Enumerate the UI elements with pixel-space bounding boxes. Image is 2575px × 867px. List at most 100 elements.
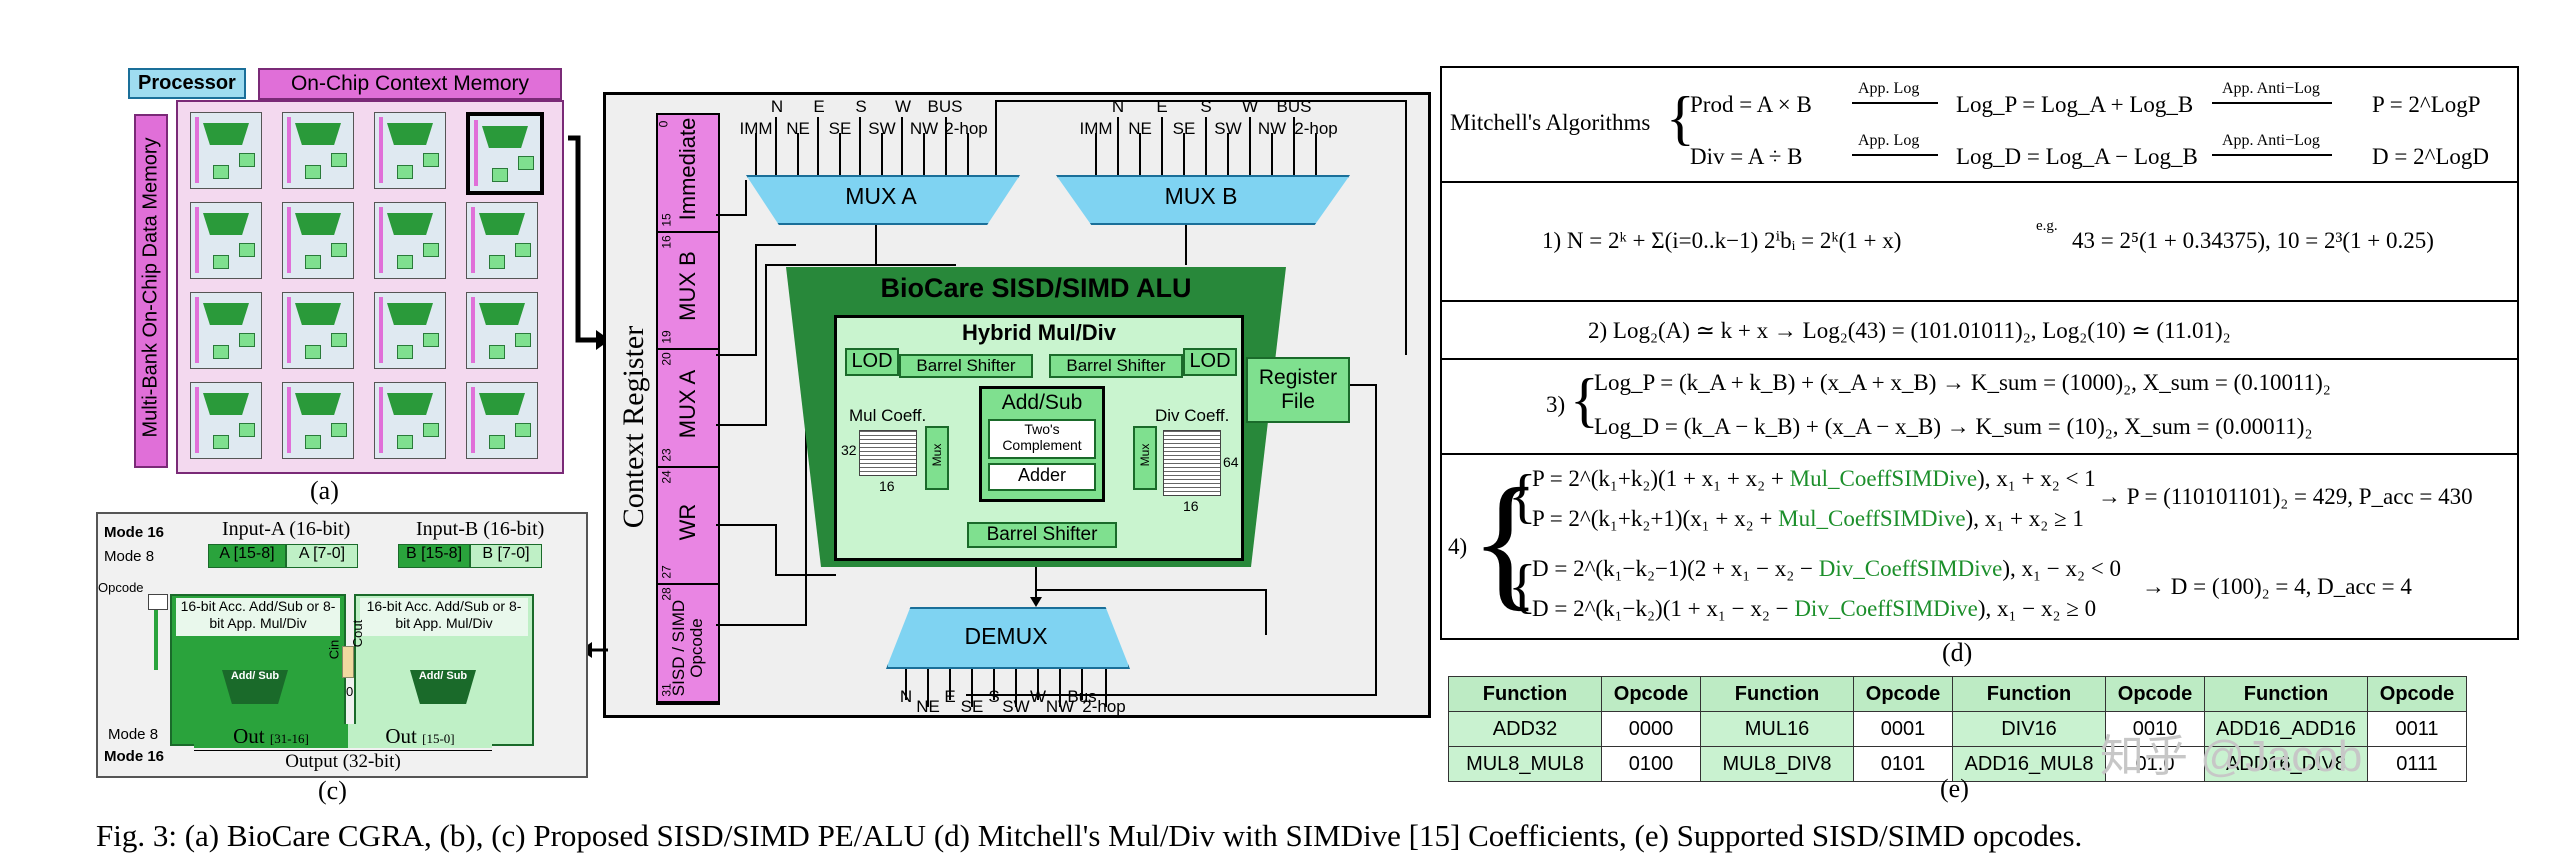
- pe-tile: [466, 292, 538, 369]
- pe-tile: [374, 112, 446, 189]
- data-memory-label: Multi-Bank On-Chip Data Memory: [139, 137, 162, 438]
- mux-small-right-label: Mux: [1138, 443, 1152, 467]
- table-cell: ADD16_ADD16: [2204, 711, 2368, 747]
- a-lo: A [7-0]: [286, 544, 358, 568]
- arrow-log-top: [1852, 102, 1938, 104]
- row4-p2-a: P = 2^(k₁+k₂+1)(x₁ + x₂ +: [1532, 506, 1779, 531]
- demux-output-label: S: [988, 687, 1000, 706]
- row2-formula: 2) Log₂(A) ≃ k + x → Log₂(43) = (101.010…: [1588, 318, 2231, 343]
- mux-input-label: E: [1156, 97, 1168, 116]
- row4-d1-a: D = 2^(k₁−k₂−1)(2 + x₁ − x₂ −: [1532, 556, 1819, 581]
- pe-tile: [466, 202, 538, 279]
- panel-e-label: (e): [1940, 774, 1969, 803]
- table-header-cell: Opcode: [1853, 676, 1953, 712]
- arrow-antilog-bottom: [2212, 154, 2332, 156]
- table-cell: DIV16: [1952, 711, 2106, 747]
- addsub-label: Add/Sub: [1001, 391, 1083, 414]
- pe-tile: [466, 112, 544, 195]
- input-a-label: Input-A (16-bit): [222, 518, 351, 540]
- demux-output-label: NE: [916, 697, 940, 716]
- table-cell: 0011: [2367, 711, 2467, 747]
- panel-d-label: (d): [1942, 638, 1973, 667]
- mux-input-label: W: [894, 97, 912, 116]
- row4-p1: P = 2^(k₁+k₂)(1 + x₁ + x₂ + Mul_CoeffSIM…: [1532, 466, 2096, 492]
- app-antilog-top: App. Anti−Log: [2222, 80, 2320, 97]
- row-divider-3: [1442, 358, 2517, 360]
- row0-div: Div = A ÷ B: [1690, 144, 1803, 169]
- processor-box: Processor: [128, 68, 246, 99]
- mux-input-label: IMM: [739, 119, 773, 138]
- zero-label: 0: [346, 684, 354, 699]
- row-divider-2: [1442, 300, 2517, 302]
- div-depth: 16: [1183, 498, 1199, 514]
- mode16-bottom: Mode 16: [104, 748, 165, 765]
- row-divider-1: [1442, 181, 2517, 183]
- row4-d1: D = 2^(k₁−k₂−1)(2 + x₁ − x₂ − Div_CoeffS…: [1532, 556, 2121, 582]
- mux-input-label: NE: [786, 119, 810, 138]
- table-header-cell: Opcode: [2105, 676, 2205, 712]
- demux: [886, 607, 1130, 669]
- pe-tile: [374, 292, 446, 369]
- brace-4: {: [1470, 458, 1542, 624]
- input-b-label: Input-B (16-bit): [416, 518, 545, 540]
- mux-small-left-label: Mux: [930, 443, 944, 467]
- cout-label: Cout: [350, 619, 366, 648]
- table-header-cell: Function: [1448, 676, 1602, 712]
- addsub-left-shape: [222, 670, 288, 704]
- mux-input-label: 2-hop: [1294, 119, 1338, 138]
- figure-caption: Fig. 3: (a) BioCare CGRA, (b), (c) Propo…: [96, 818, 2083, 853]
- table-cell: MUL16: [1700, 711, 1854, 747]
- mux-input-label: SE: [828, 119, 852, 138]
- arrow-antilog-top: [2212, 102, 2332, 104]
- watermark: 知乎 @Jacob: [2100, 732, 2363, 781]
- table-cell: 01.0: [2105, 746, 2205, 782]
- pe-tile: [374, 382, 446, 459]
- mux-input-label: S: [1200, 97, 1212, 116]
- demux-output-label: SW: [1002, 697, 1030, 716]
- row4-p2-coeff: Mul_CoeffSIMDive: [1778, 506, 1966, 531]
- table-cell: ADD16_DIV8: [2204, 746, 2368, 782]
- adder: Adder: [988, 463, 1096, 491]
- addsub-right: Add/ Sub: [418, 670, 468, 682]
- brace-4p: {: [1508, 463, 1537, 529]
- demux-output-label: W: [1029, 687, 1047, 706]
- demux-output-label: N: [899, 687, 913, 706]
- out-hi-label: Out: [233, 724, 265, 748]
- arrow-log-bottom: [1852, 154, 1938, 156]
- output-label: Output (32-bit): [194, 750, 492, 773]
- alu-unit-right: 16-bit Acc. Add/Sub or 8-bit App. Mul/Di…: [354, 594, 534, 746]
- mul-coeff-label: Mul Coeff.: [849, 406, 927, 425]
- mux-input-label: 2-hop: [944, 119, 988, 138]
- row0-d: D = 2^LogD: [2372, 144, 2490, 169]
- addsub-block: Add/Sub Two's Complement Adder: [979, 386, 1105, 502]
- barrel-right: Barrel Shifter: [1049, 354, 1183, 378]
- table-header-cell: Function: [1952, 676, 2106, 712]
- row4-p1-b: ), x₁ + x₂ < 1: [1977, 466, 2096, 491]
- app-log-top: App. Log: [1858, 80, 1920, 97]
- table-cell: ADD32: [1448, 711, 1602, 747]
- row4-d2-coeff: Div_CoeffSIMDive: [1794, 596, 1978, 621]
- pe-tile: [466, 382, 538, 459]
- hybrid-muldiv: Hybrid Mul/Div LOD Barrel Shifter Barrel…: [834, 315, 1244, 561]
- row4-d1-coeff: Div_CoeffSIMDive: [1818, 556, 2003, 581]
- out-lo-range: [15-0]: [422, 731, 455, 746]
- row4-p1-coeff: Mul_CoeffSIMDive: [1789, 466, 1978, 491]
- panel-d-mitchell: Mitchell's Algorithms { Prod = A × B Div…: [1440, 66, 2519, 640]
- div-coeff-label: Div Coeff.: [1155, 406, 1230, 425]
- table-cell: 0000: [1601, 711, 1701, 747]
- mux-input-label: IMM: [1079, 119, 1113, 138]
- mitchell-title: Mitchell's Algorithms: [1450, 110, 1651, 135]
- table-header-cell: Opcode: [1601, 676, 1701, 712]
- context-memory-box: On-Chip Context Memory: [258, 68, 562, 100]
- unit-left-label: 16-bit Acc. Add/Sub or 8-bit App. Mul/Di…: [176, 598, 340, 636]
- mux-input-label: SW: [868, 119, 896, 138]
- panel-c-label: (c): [318, 776, 347, 805]
- mux-input-label: SE: [1172, 119, 1196, 138]
- mode8-top: Mode 8: [104, 548, 155, 565]
